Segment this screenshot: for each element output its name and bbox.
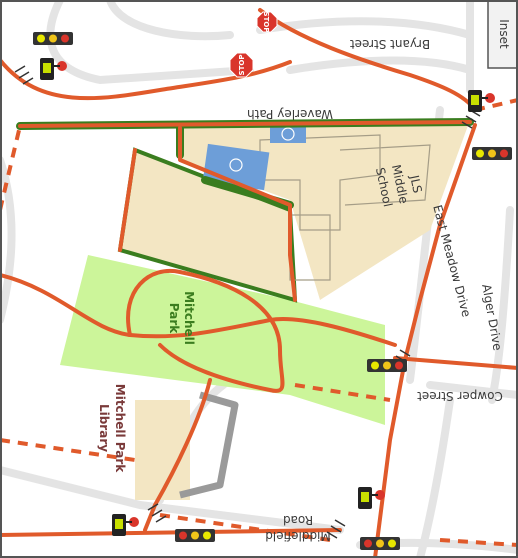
crossing-guard-icon	[40, 58, 67, 80]
street-alger-gray	[488, 206, 514, 404]
dashed-route-library-left	[0, 438, 136, 462]
inset-label: Inset	[497, 19, 511, 49]
library-label-1: Mitchell Park	[113, 384, 127, 473]
route-park-cross	[0, 273, 397, 347]
traffic-signal-icon	[367, 359, 407, 372]
library-label-2: Library	[97, 404, 111, 452]
street-lower-gray	[0, 466, 344, 534]
dashed-route-left	[0, 125, 22, 211]
route-cowper	[393, 356, 518, 370]
bike-parking-area-1	[202, 143, 270, 191]
route-park-loop	[126, 268, 285, 393]
route-middlefield	[0, 528, 342, 537]
dashed-routes	[0, 98, 518, 547]
traffic-signal-icon	[175, 529, 215, 542]
dashed-route-bottom-right	[439, 538, 518, 547]
route-top	[0, 58, 292, 101]
middlefield-label-2: Middlefield	[265, 529, 331, 543]
waverley-path-label: Waverley Path	[247, 107, 333, 121]
library-driveway	[179, 391, 239, 499]
route-field-left	[118, 148, 137, 252]
street-upper-gray	[286, 56, 474, 74]
street-left-gray	[0, 156, 16, 324]
stop-sign-text: STOP	[262, 12, 270, 33]
bike-parking-icon	[229, 127, 295, 172]
bryant-street-label: Bryant Street	[350, 37, 431, 51]
street-cowper-gray	[426, 381, 518, 399]
stop-sign-icon: STOP	[229, 52, 254, 78]
dashed-route-park-east	[294, 383, 391, 402]
library-area	[135, 400, 190, 500]
crossing-guard-icon	[358, 487, 385, 509]
stop-sign-icon: STOP	[256, 11, 278, 33]
crosswalk-bottom-mid	[326, 519, 346, 539]
park-label-1: Mitchell	[182, 291, 196, 345]
route-bryant	[258, 8, 477, 112]
route-network	[0, 8, 518, 558]
crossing-guard-icon	[112, 514, 139, 536]
street-top-left-curve	[46, 0, 254, 85]
street-top-curve	[106, 0, 234, 41]
route-waverley	[18, 120, 472, 128]
route-east-meadow	[373, 123, 477, 558]
traffic-signal-icon	[33, 32, 73, 45]
route-school-edge	[178, 126, 297, 302]
cowper-street-label: Cowper Street	[417, 389, 503, 403]
school-label-1: JLS	[407, 173, 425, 194]
park-label-2: Park	[167, 303, 181, 334]
bike-parking-area-2	[270, 125, 306, 143]
route-library	[143, 378, 212, 532]
traffic-signal-icon	[360, 537, 400, 550]
crosswalk-bottom-left	[147, 503, 167, 523]
dashed-route-right	[474, 98, 518, 112]
middlefield-label-1: Road	[283, 513, 313, 527]
traffic-signal-icon	[472, 147, 512, 160]
stop-sign-text: STOP	[238, 55, 246, 76]
park-area	[60, 255, 385, 425]
inset-box	[487, 0, 518, 69]
crosswalk-top-left	[14, 65, 34, 85]
crossing-guard-icon	[468, 90, 495, 112]
